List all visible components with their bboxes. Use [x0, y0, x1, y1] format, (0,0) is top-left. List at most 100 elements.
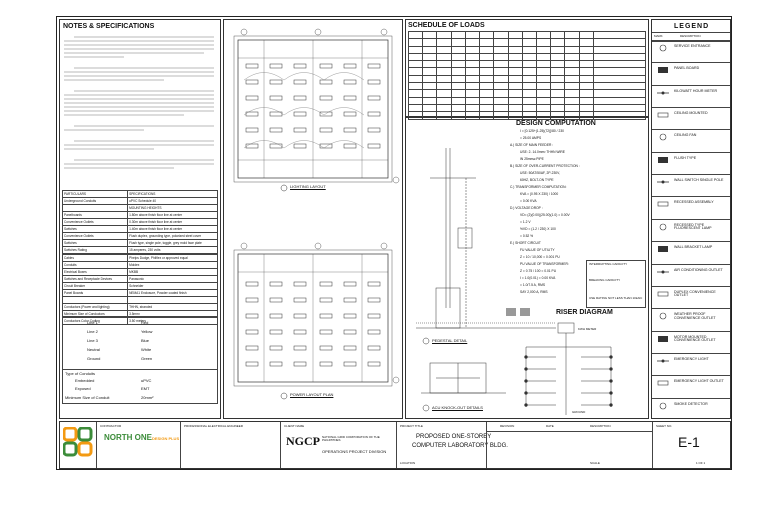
- schedule-cell: [521, 38, 537, 47]
- legend-symbol-icon: [659, 44, 667, 52]
- schedule-cell: [564, 74, 580, 84]
- schedule-cell: [479, 103, 495, 113]
- spec-cell: Underground Conduits: [61, 197, 129, 205]
- design-line: = 25.00 AMPS: [520, 136, 542, 140]
- fixture: [269, 111, 283, 117]
- interrupting-title: INTERRUPTING CAPACITY: [589, 262, 628, 266]
- breaking-title: BREAKING CAPACITY: [589, 278, 621, 282]
- legend-item: MOTOR MOUNTED CONVENIENCE OUTLET: [652, 330, 730, 354]
- riser-title: RISER DIAGRAM: [556, 309, 613, 316]
- legend-item: PANEL BOARD: [652, 62, 730, 85]
- schedule-cell: [450, 89, 466, 98]
- spec-cell: 15 amperes, 230 volts: [127, 246, 218, 254]
- fixture: [367, 297, 381, 303]
- schedule-cell: [422, 74, 438, 84]
- legend-item-label: EMERGENCY LIGHT: [674, 356, 709, 361]
- conduit-row-1-value: EMT: [141, 386, 150, 391]
- fixture: [269, 63, 283, 69]
- schedule-cell: [564, 38, 580, 47]
- schedule-cell: [422, 52, 438, 62]
- schedule-cell: [407, 67, 424, 76]
- schedule-cell: [535, 45, 552, 54]
- schedule-cell: [407, 52, 424, 62]
- min-conduit-value: 20mm²: [141, 395, 154, 400]
- schedule-cell: [407, 89, 424, 98]
- schedule-cell: [422, 96, 438, 105]
- legend-symbol-icon: [658, 246, 668, 253]
- fixture: [245, 143, 259, 149]
- schedule-cell: [535, 89, 552, 98]
- schedule-cell: [479, 52, 495, 62]
- material-cell: [127, 296, 218, 304]
- sheet-count: 1 OF 1: [696, 461, 706, 465]
- design-line: VD= (2)(0.00)(25.00)(1.0) = 0.00V: [520, 213, 570, 217]
- legend-item-label: RECESSED ASSEMBLY: [674, 200, 714, 205]
- schedule-cell: [450, 103, 466, 113]
- schedule-cell: [422, 89, 438, 98]
- schedule-cell: [578, 111, 594, 120]
- table-row: [407, 96, 647, 105]
- legend-item-label: WALL SWITCH SINGLE POLE: [674, 178, 724, 183]
- fixture: [293, 329, 307, 335]
- description-label: DESCRIPTION: [590, 424, 611, 428]
- design-line: = 1.0/7.5 A, RMS: [520, 283, 546, 287]
- schedule-cell: [521, 74, 537, 84]
- schedule-cell: [578, 89, 594, 98]
- fixture: [319, 63, 333, 69]
- legend-item: SERVICE ENTRANCE: [652, 40, 730, 63]
- fixture: [367, 79, 381, 85]
- schedule-cell: [550, 103, 566, 113]
- design-line: USE: 50AT/50AF, 2P-230V,: [520, 171, 560, 175]
- legend-item: DUPLEX CONVENIENCE OUTLET: [652, 285, 730, 309]
- fixture: [269, 329, 283, 335]
- schedule-cell: [464, 60, 481, 69]
- spec-header-cell: PARTICULARS: [61, 190, 129, 198]
- fixture: [367, 345, 381, 351]
- legend-symbol-icon: [658, 67, 668, 74]
- fixture: [343, 329, 357, 335]
- table-row: [407, 74, 647, 84]
- schedule-cell: [535, 82, 552, 91]
- schedule-cell: [564, 52, 580, 62]
- legend-col-mark: MARK: [654, 34, 663, 38]
- material-cell: Conductors Color Coding: [61, 317, 129, 325]
- legend-item-label: WALL BRACKET LAMP: [674, 245, 713, 250]
- material-cell: [61, 296, 129, 304]
- material-cell: Panasonic: [127, 275, 218, 283]
- notes-text-block: [64, 34, 218, 259]
- fixture: [319, 329, 333, 335]
- project-label: PROJECT TITLE: [400, 424, 423, 428]
- schedule-cell: [436, 74, 452, 84]
- fixture: [245, 79, 259, 85]
- fixture: [293, 361, 307, 367]
- material-cell: Phelps Dodge, Philflex or approved equal: [127, 254, 218, 262]
- fixture: [343, 281, 357, 287]
- color-line-value: Red: [141, 320, 149, 325]
- schedule-cell: [493, 52, 509, 62]
- schedule-cell: [493, 38, 509, 47]
- schedule-cell: [578, 38, 594, 47]
- schedule-panel: SCHEDULE OF LOADS: [405, 19, 649, 120]
- schedule-cell: [507, 96, 523, 105]
- fixture: [319, 143, 333, 149]
- client-division: OPERATIONS PROJECT DIVISION: [322, 449, 387, 454]
- schedule-cell: [436, 103, 452, 113]
- schedule-cell: [550, 60, 566, 69]
- tb-divider-project: [396, 422, 397, 468]
- fixture: [293, 313, 307, 319]
- schedule-cell: [535, 103, 552, 113]
- schedule-cell: [507, 103, 523, 113]
- schedule-cell: [521, 45, 537, 54]
- table-row: [407, 67, 647, 76]
- fixture: [245, 313, 259, 319]
- conduit-row-1-name: Exposed: [75, 386, 91, 391]
- schedule-cell: [436, 30, 452, 40]
- fixture: [293, 143, 307, 149]
- fixture: [343, 345, 357, 351]
